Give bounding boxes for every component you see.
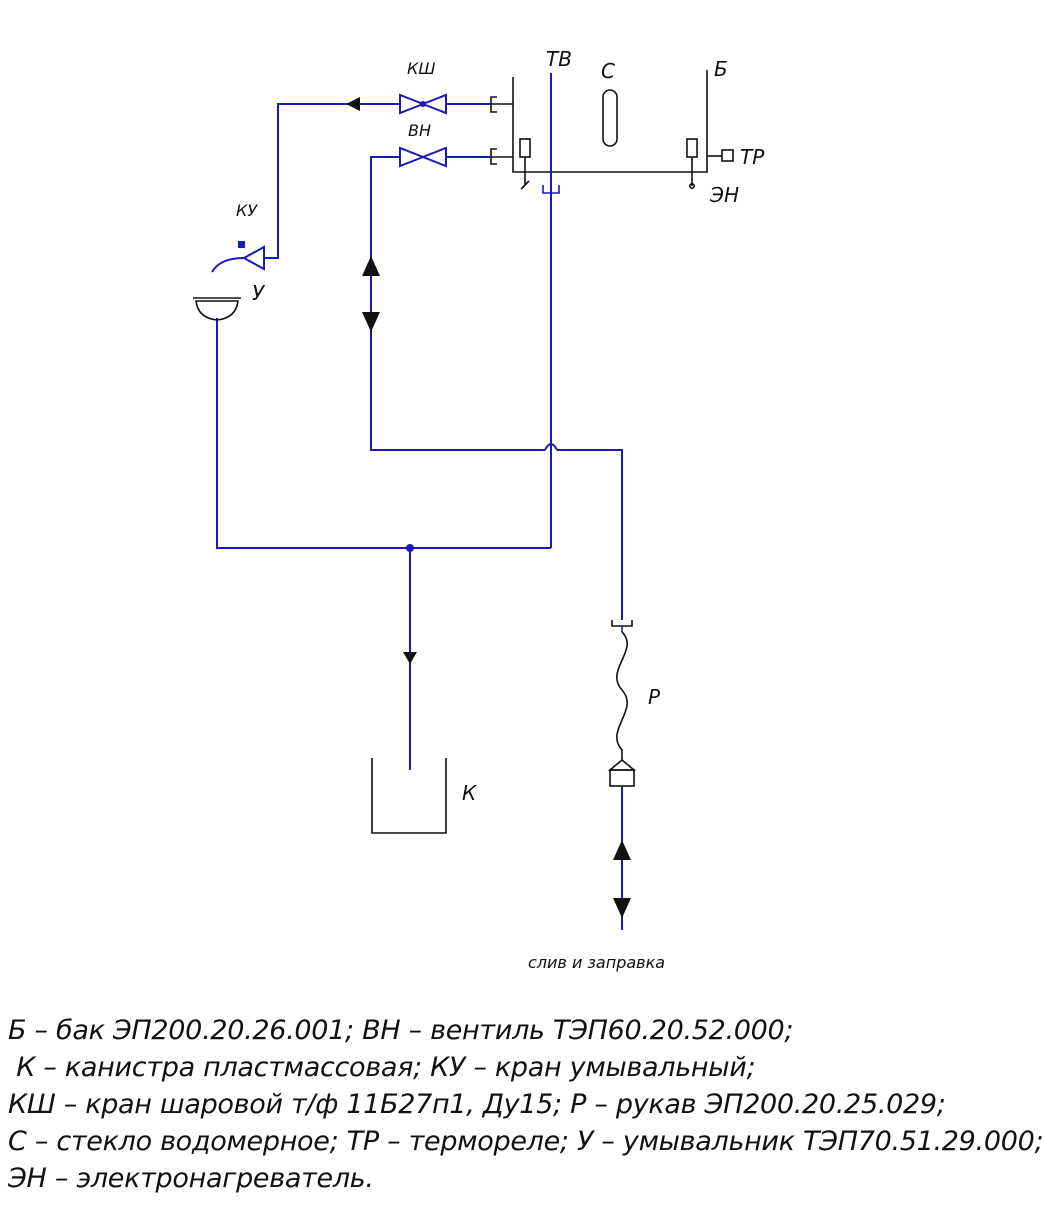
label-vn: ВН	[408, 121, 431, 140]
label-ku: КУ	[236, 201, 258, 220]
pipe-washbasin-line	[216, 318, 551, 549]
label-u: У	[252, 281, 266, 305]
label-ksh: КШ	[407, 59, 435, 78]
tank-sensor-left	[519, 138, 531, 190]
tank-b	[512, 70, 708, 173]
legend-line: С – стекло водомерное; ТР – термореле; У…	[8, 1126, 1043, 1157]
label-drain: слив и заправка	[528, 953, 665, 972]
water-gauge-glass	[602, 89, 618, 147]
wash-tap-ku[interactable]	[211, 241, 265, 273]
label-en: ЭН	[709, 183, 739, 207]
label-tv: ТВ	[546, 47, 572, 71]
bidirectional-flow-arrows-lower	[613, 840, 631, 918]
plumbing-schematic: КШ ТВ С Б ВН ТР ЭН КУ У Р К слив и запра…	[193, 47, 765, 972]
washbasin-u	[193, 297, 241, 321]
legend: Б – бак ЭП200.20.26.001; ВН – вентиль ТЭ…	[8, 1012, 1043, 1197]
valve-vn[interactable]	[399, 146, 447, 168]
legend-line: Б – бак ЭП200.20.26.001; ВН – вентиль ТЭ…	[8, 1015, 794, 1046]
label-p: Р	[648, 685, 661, 709]
tank-connector-top	[490, 96, 513, 113]
thermo-relay-tr	[707, 149, 734, 162]
canister-k	[371, 758, 447, 834]
label-s: С	[601, 59, 615, 83]
label-b: Б	[714, 57, 728, 81]
pipe-ksh-line	[264, 97, 491, 259]
legend-line: К – канистра пластмассовая; КУ – кран ум…	[8, 1052, 756, 1083]
ball-valve-ksh[interactable]	[399, 93, 447, 115]
tank-connector-mid	[490, 148, 513, 165]
heater-en	[686, 138, 698, 190]
label-k: К	[462, 781, 477, 805]
hose-p	[607, 620, 637, 930]
legend-line: ЭН – электронагреватель.	[8, 1163, 374, 1194]
legend-line: КШ – кран шаровой т/ф 11Б27п1, Ду15; Р –…	[8, 1089, 946, 1120]
label-tr: ТР	[740, 145, 765, 169]
pipe-tv	[542, 73, 560, 548]
pipe-canister-drop	[403, 544, 417, 770]
bidirectional-flow-arrows-upper	[362, 256, 380, 332]
